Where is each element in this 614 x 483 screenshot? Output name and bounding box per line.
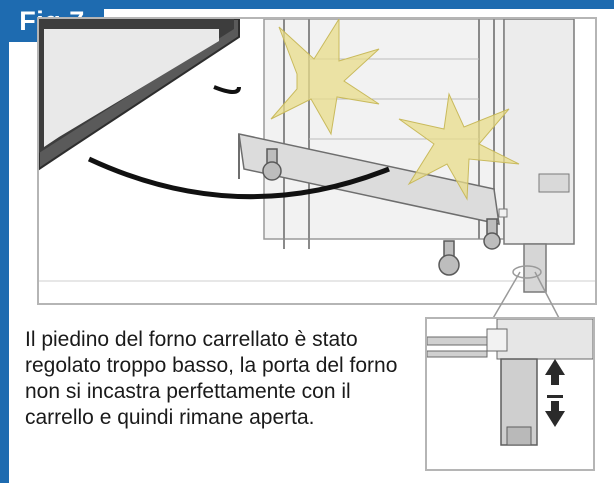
oven-foot-detail-illustration bbox=[425, 317, 595, 471]
figure-frame-top-border bbox=[0, 0, 614, 9]
oven-trolley-illustration bbox=[37, 17, 597, 305]
figure-caption: Il piedino del forno carrellato è stato … bbox=[25, 328, 398, 429]
figure-frame-left-border bbox=[0, 0, 9, 483]
